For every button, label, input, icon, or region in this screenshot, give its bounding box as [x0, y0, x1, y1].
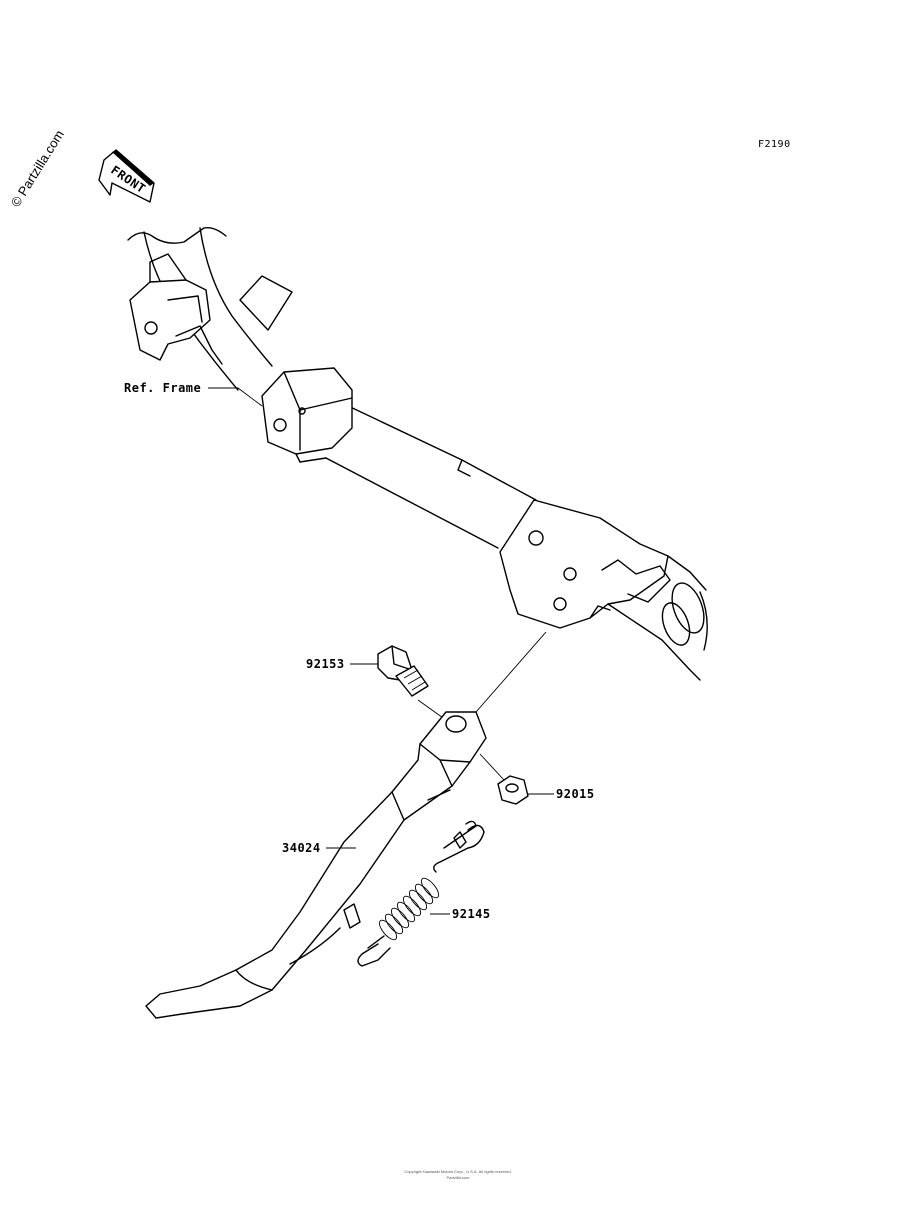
figure-code: F2190: [758, 139, 791, 150]
front-arrow-icon: FRONT: [98, 149, 155, 203]
label-ref-frame: Ref. Frame: [124, 381, 201, 395]
leader-ref-frame: [208, 387, 263, 407]
footer-copyright-line2: Partzilla.com: [447, 1175, 471, 1180]
side-stand-34024-drawing: [145, 711, 487, 1019]
spring-92145-drawing: [357, 820, 485, 967]
nut-92015-drawing: [497, 775, 529, 805]
label-spring: 92145: [452, 907, 491, 921]
label-side-stand: 34024: [282, 841, 321, 855]
assembly-line-nut: [479, 753, 505, 781]
watermark-text: © Partzilla.com: [8, 127, 67, 209]
assembly-line-bracket: [475, 631, 547, 713]
footer-copyright-line1: Copyright Kawasaki Motors Corp., U.S.A. …: [404, 1169, 511, 1174]
bolt-92153-drawing: [377, 645, 429, 697]
ref-frame-drawing: [127, 226, 708, 681]
label-bolt: 92153: [306, 657, 345, 671]
label-nut: 92015: [556, 787, 595, 801]
